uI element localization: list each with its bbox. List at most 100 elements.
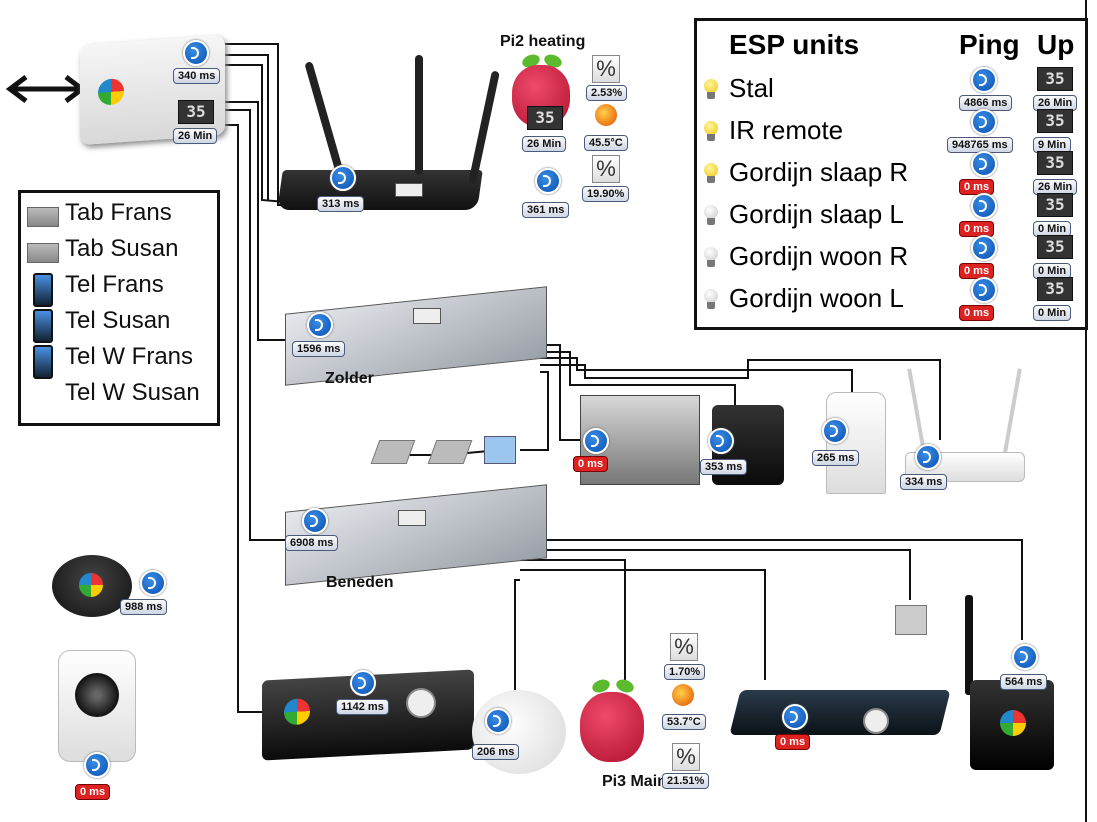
pi2-title: Pi2 heating — [500, 33, 586, 50]
raspberry-pi-icon — [580, 677, 646, 766]
bulb-on-icon — [703, 163, 719, 183]
esp-unit-name: IR remote — [729, 115, 844, 145]
esp-ping-label: 0 ms — [959, 263, 995, 279]
pi2-ping-icon[interactable] — [535, 168, 561, 194]
pi2-uptime-icon: 35 — [527, 106, 563, 130]
pi2-temp-label: 45.5°C — [584, 135, 628, 151]
bulb-on-icon — [703, 79, 719, 99]
gateway-uptime-label: 26 Min — [173, 128, 218, 144]
esp-unit-name: Gordijn woon R — [729, 241, 909, 271]
chromecast-ping-icon[interactable] — [140, 570, 166, 596]
pi2-uptime-label: 26 Min — [522, 136, 567, 152]
esp-uptime-label: 0 Min — [1033, 263, 1072, 279]
beneden-ping-label: 6908 ms — [285, 535, 339, 551]
ip-camera-device — [58, 650, 136, 762]
gateway-logo-icon — [98, 77, 124, 106]
pi-mini-icon — [395, 183, 423, 197]
esp-ping-icon[interactable] — [971, 277, 997, 303]
router-antenna — [415, 55, 423, 175]
settop-ping-icon[interactable] — [782, 704, 808, 730]
printer-ping-label: 0 ms — [573, 456, 609, 472]
esp-ping-label: 0 ms — [959, 305, 995, 321]
nas-ping-icon[interactable] — [708, 428, 734, 454]
pi3-temp-label: 53.7°C — [662, 714, 706, 730]
bulb-on-icon — [703, 121, 719, 141]
pi2-cpu-icon: % — [592, 55, 620, 83]
disk-ping-icon[interactable] — [822, 418, 848, 444]
esp-uptime-icon: 35 — [1037, 193, 1073, 217]
small-cam-device — [472, 690, 566, 774]
zolder-ping-label: 1596 ms — [292, 341, 346, 357]
pi3-mem-label: 21.51% — [662, 773, 710, 789]
ap-ping-icon[interactable] — [915, 444, 941, 470]
zolder-title: Zolder — [325, 370, 374, 387]
esp-ping-icon[interactable] — [971, 151, 997, 177]
esp-unit-name: Gordijn slaap L — [729, 199, 904, 229]
pi3-title: Pi3 Main — [602, 773, 667, 790]
webcam-ping-label: 564 ms — [1000, 674, 1048, 690]
desktop-icon — [484, 436, 516, 464]
tablet-icon — [27, 243, 59, 263]
device-legend-item: Tel Susan — [65, 307, 171, 334]
esp-uptime-label: 26 Min — [1033, 95, 1078, 111]
esp-uptime-icon: 35 — [1037, 151, 1073, 175]
pi-mini-icon — [413, 308, 441, 324]
device-legend-item: Tab Susan — [65, 235, 179, 262]
bulb-off-icon — [703, 289, 719, 309]
esp-title: ESP units — [729, 29, 860, 60]
esp-ping-label: 0 ms — [959, 179, 995, 195]
webcam-ping-icon[interactable] — [1012, 644, 1038, 670]
thermometer-icon — [595, 104, 617, 126]
pi2-ping-label: 361 ms — [522, 202, 570, 218]
pi2-mem-label: 19.90% — [582, 186, 630, 202]
esp-uptime-icon: 35 — [1037, 235, 1073, 259]
ipcam-ping-label: 0 ms — [75, 784, 111, 800]
pi3-cpu-icon: % — [670, 633, 698, 661]
device-legend-item: Tab Frans — [65, 199, 172, 226]
esp-ping-icon[interactable] — [971, 193, 997, 219]
mediabox-ping-icon[interactable] — [350, 670, 376, 696]
bulb-off-icon — [703, 247, 719, 267]
play-icon — [863, 708, 889, 734]
chromecast-ping-label: 988 ms — [120, 599, 168, 615]
nas-ping-label: 353 ms — [700, 459, 748, 475]
gateway-ping-icon[interactable] — [183, 40, 209, 66]
beneden-title: Beneden — [326, 574, 394, 591]
esp-uptime-icon: 35 — [1037, 277, 1073, 301]
pi3-cpu-label: 1.70% — [664, 664, 706, 680]
gateway-ping-label: 340 ms — [173, 68, 221, 84]
esp-ping-header: Ping — [959, 29, 1020, 60]
esp-ping-icon[interactable] — [971, 109, 997, 135]
device-legend-item: Tel W Frans — [65, 343, 194, 370]
ap-ping-label: 334 ms — [900, 474, 948, 490]
device-legend-item: Tel Frans — [65, 271, 164, 298]
router-ping-icon[interactable] — [330, 165, 356, 191]
phone-icon — [33, 309, 53, 343]
ipcam-ping-icon[interactable] — [84, 752, 110, 778]
esp-uptime-label: 9 Min — [1033, 137, 1072, 153]
double-arrow-icon — [5, 75, 87, 103]
phone-icon — [33, 345, 53, 379]
phone-icon — [33, 273, 53, 307]
router-ping-label: 313 ms — [317, 196, 365, 212]
device-legend-item: Tel W Susan — [65, 379, 200, 406]
esp-unit-name: Stal — [729, 73, 774, 103]
webcam-device — [970, 680, 1054, 770]
zolder-ping-icon[interactable] — [307, 312, 333, 338]
esp-ping-icon[interactable] — [971, 67, 997, 93]
smallcam-ping-label: 206 ms — [472, 744, 520, 760]
smallcam-ping-icon[interactable] — [485, 708, 511, 734]
pi3-mem-icon: % — [672, 743, 700, 771]
tablet-icon — [27, 207, 59, 227]
pi2-cpu-label: 2.53% — [586, 85, 628, 101]
beneden-ping-icon[interactable] — [302, 508, 328, 534]
chromecast-device — [52, 555, 132, 617]
esp-ping-icon[interactable] — [971, 235, 997, 261]
printer-ping-icon[interactable] — [583, 428, 609, 454]
settop-device — [729, 690, 951, 735]
mediabox-ping-label: 1142 ms — [336, 699, 389, 715]
router-device — [277, 170, 483, 210]
esp-ping-label: 0 ms — [959, 221, 995, 237]
